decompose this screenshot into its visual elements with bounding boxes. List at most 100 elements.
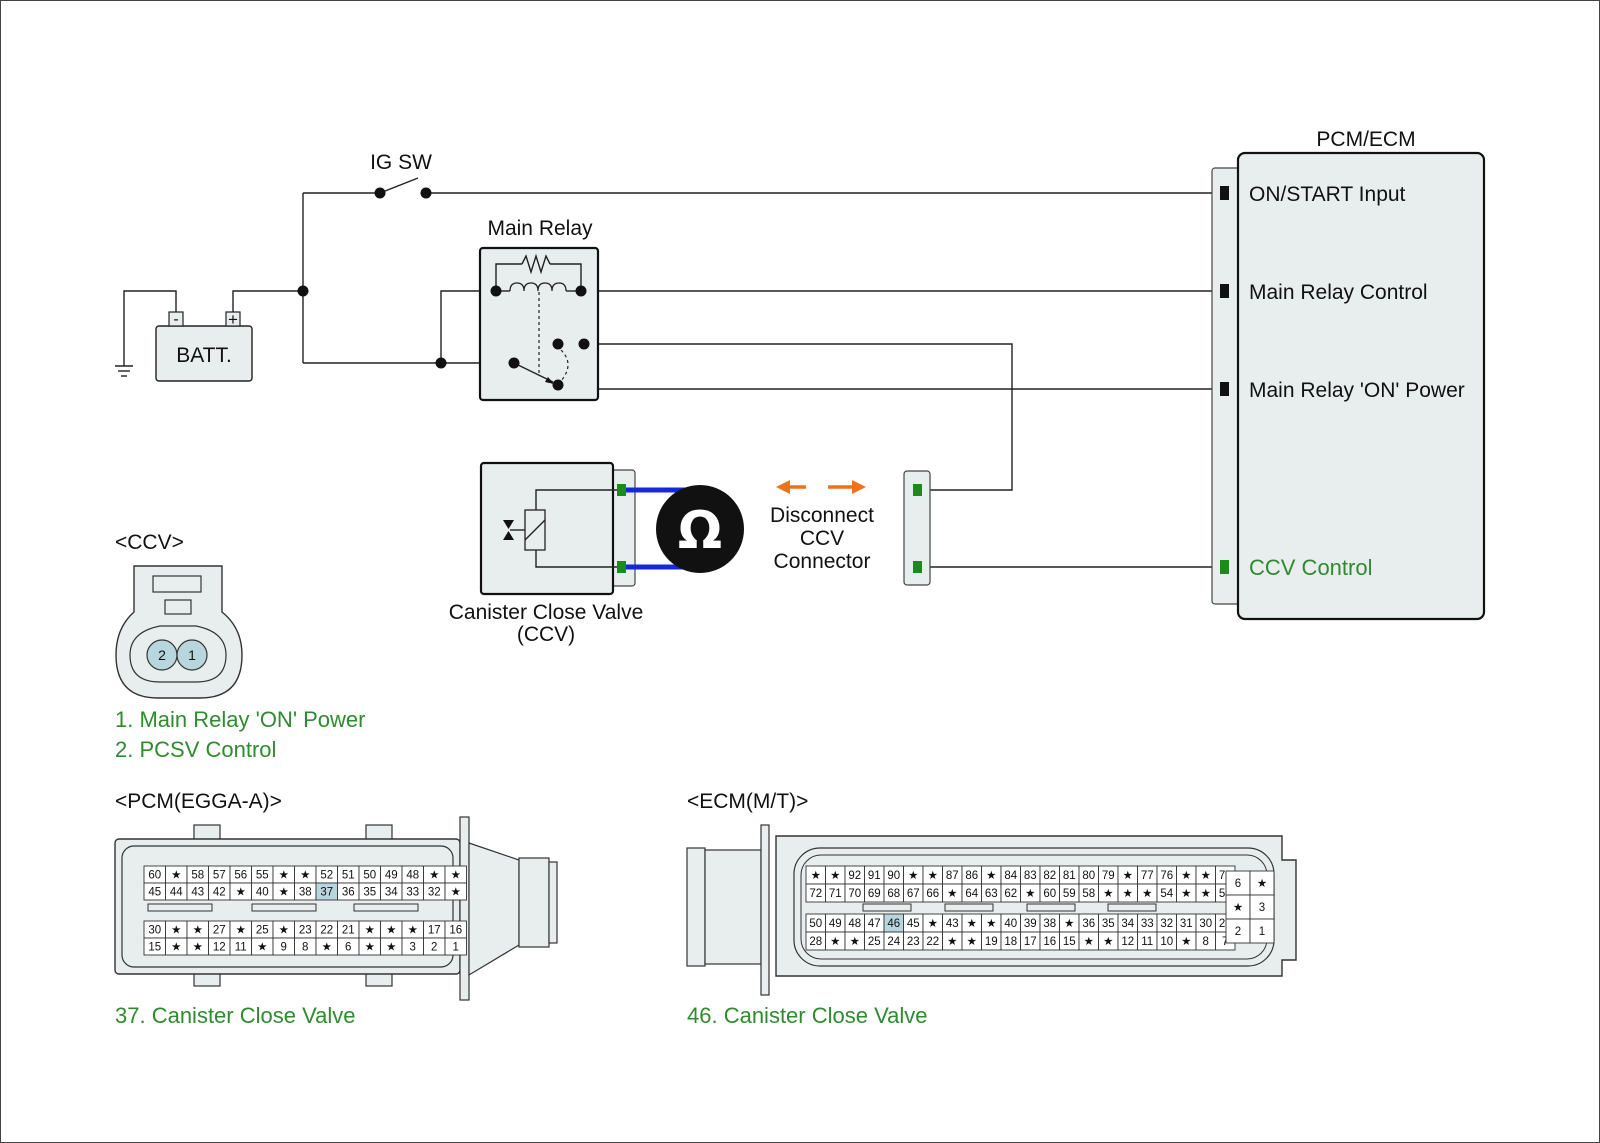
pcm-connector-title: <PCM(EGGA-A)> [115,790,282,813]
pin-ecm-side-0-0: 6 [1235,878,1241,890]
pin-pcm_connector-2-7: 23 [299,925,312,937]
pin-pcm_connector-1-14: ★ [451,887,461,899]
pin-ecm_connector-1-7: ★ [947,888,957,900]
pin-pcm_connector-3-4: 11 [235,942,247,954]
ccv-connector-title: <CCV> [115,531,184,554]
pcm-connector-caption: 37. Canister Close Valve [115,1003,356,1028]
pin-ecm_connector-0-5: ★ [908,870,918,882]
ig-sw-label: IG SW [370,151,432,174]
pin-pcm_connector-2-0: 30 [148,925,161,937]
pin-ecm-side-2-1: 1 [1259,926,1265,938]
pcm-ecm-module: PCM/ECM ON/START Input Main Relay Contro… [1211,128,1486,621]
pin-ecm_connector-3-10: 18 [1004,936,1017,948]
pin-ecm_connector-0-2: 92 [848,870,861,882]
pin-pcm_connector-0-11: 49 [385,870,398,882]
pin-pcm_connector-1-13: 32 [428,887,441,899]
main-relay-label: Main Relay [487,217,593,240]
pin-pcm_connector-3-10: ★ [365,942,375,954]
pin-pcm_connector-0-12: 48 [406,870,419,882]
pin-ecm_connector-2-8: ★ [967,918,977,930]
pin-ecm_connector-3-8: ★ [967,936,977,948]
pin-pcm_connector-2-9: 21 [342,925,355,937]
pin-pcm_connector-2-2: ★ [193,925,203,937]
pin-ecm_connector-3-9: 19 [985,936,998,948]
battery-pos-label: + [228,310,238,329]
pin-ecm_connector-0-3: 91 [868,870,881,882]
pin-main-relay-on-power: Main Relay 'ON' Power [1249,379,1465,402]
pin-ecm_connector-0-4: 90 [887,870,900,882]
pin-ecm_connector-3-11: 17 [1024,936,1037,948]
pin-pcm_connector-2-12: ★ [408,925,418,937]
pin-ecm_connector-0-11: 83 [1024,870,1037,882]
pin-ecm_connector-0-10: 84 [1004,870,1017,882]
pin-on-start-input: ON/START Input [1249,183,1406,206]
pin-ecm_connector-0-0: ★ [811,870,821,882]
pin-ecm_connector-1-13: 59 [1063,888,1076,900]
ccv-label-line2: (CCV) [517,623,575,646]
pin-ecm_connector-2-20: 30 [1199,918,1212,930]
pin-ecm_connector-1-2: 70 [848,888,861,900]
pin-ecm-side-2-1-cell [1249,918,1275,944]
pin-pcm_connector-1-11: 34 [385,887,398,899]
pin-ecm_connector-3-0: 28 [809,936,822,948]
pin-ecm_connector-2-9: ★ [986,918,996,930]
pin-pcm_connector-2-4: ★ [236,925,246,937]
ig-switch: IG SW [370,151,432,199]
pin-ecm_connector-2-2: 48 [848,918,861,930]
pin-ecm_connector-3-1: ★ [830,936,840,948]
pin-ecm_connector-1-9: 63 [985,888,998,900]
pin-ecm_connector-2-3: 47 [868,918,881,930]
pin-pcm_connector-3-3: 12 [213,942,226,954]
pin-pcm_connector-3-12: 3 [410,942,416,954]
ccv-connector: <CCV> 2 1 1. Main Relay 'ON' Power 2. PC… [115,531,366,762]
pin-pcm_connector-3-9: 6 [345,942,351,954]
pin-pcm_connector-1-2: 43 [191,887,204,899]
harness-connector [903,470,931,586]
ccv-label-line1: Canister Close Valve [449,601,644,624]
pin-ecm-side-0-1-cell [1249,870,1275,896]
pin-ecm_connector-3-18: 10 [1160,936,1173,948]
pin-ecm_connector-2-5: 45 [907,918,920,930]
pin-pcm_connector-3-2: ★ [193,942,203,954]
pin-ecm_connector-2-13: ★ [1064,918,1074,930]
pin-ecm_connector-2-4: 46 [887,918,900,930]
battery: - + BATT. [155,310,253,382]
pin-pcm_connector-3-11: ★ [386,942,396,954]
canister-close-valve: Canister Close Valve (CCV) [449,461,644,646]
pin-pcm_connector-0-9: 51 [342,870,355,882]
pin-ecm_connector-2-6: ★ [928,918,938,930]
pin-pcm_connector-0-1: ★ [171,870,181,882]
pin-ecm_connector-1-5: 67 [907,888,920,900]
pin-pcm_connector-0-8: 52 [320,870,333,882]
pin-ecm_connector-0-17: 77 [1141,870,1154,882]
pin-ecm_connector-2-12: 38 [1043,918,1056,930]
pin-ecm_connector-3-2: ★ [850,936,860,948]
pin-ecm_connector-1-1: 71 [829,888,842,900]
pin-ecm_connector-1-10: 62 [1004,888,1017,900]
pin-ecm_connector-0-16: ★ [1123,870,1133,882]
pin-ecm_connector-3-7: ★ [947,936,957,948]
pin-pcm_connector-1-8: 37 [320,887,333,899]
pin-ecm_connector-3-15: ★ [1103,936,1113,948]
pin-ecm_connector-1-3: 69 [868,888,881,900]
pin-ecm_connector-0-19: ★ [1181,870,1191,882]
pin-ecm_connector-2-7: 43 [946,918,959,930]
main-relay: Main Relay [478,217,600,402]
pin-pcm_connector-1-6: ★ [279,887,289,899]
pin-pcm_connector-1-4: ★ [236,887,246,899]
pin-pcm_connector-0-7: ★ [300,870,310,882]
disconnect-line3: Connector [774,550,871,573]
pin-ecm-side-1-0: ★ [1233,902,1243,914]
ccv-pin-2: 2 [158,647,166,663]
pin-ecm-side-2-0: 2 [1235,926,1241,938]
pin-ecm_connector-2-18: 32 [1160,918,1173,930]
pin-ecm-side-0-1: ★ [1257,878,1267,890]
pin-pcm_connector-3-14-cell [444,937,467,956]
pin-ecm_connector-2-16: 34 [1121,918,1134,930]
disconnect-arrows: Disconnect CCV Connector [770,480,874,573]
pin-pcm_connector-3-5: ★ [257,942,267,954]
pin-ecm-side-1-1: 3 [1259,902,1265,914]
